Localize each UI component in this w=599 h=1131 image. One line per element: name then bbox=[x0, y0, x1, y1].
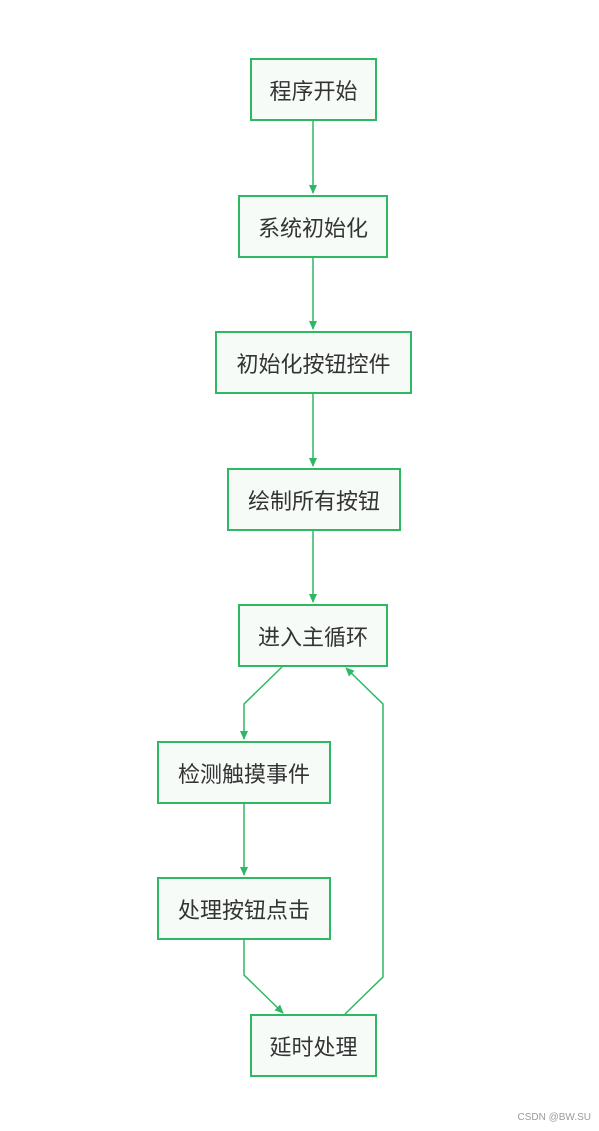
node-init-button-controls: 初始化按钮控件 bbox=[215, 331, 412, 394]
edge-delay-processing-to-enter-main-loop bbox=[344, 667, 384, 1015]
edge-handle-button-click-to-delay-processing bbox=[243, 940, 284, 1014]
node-handle-button-click: 处理按钮点击 bbox=[157, 877, 331, 940]
watermark: CSDN @BW.SU bbox=[517, 1112, 592, 1123]
node-start: 程序开始 bbox=[250, 58, 377, 121]
node-system-init: 系统初始化 bbox=[238, 195, 388, 258]
node-enter-main-loop: 进入主循环 bbox=[238, 604, 388, 667]
node-draw-all-buttons: 绘制所有按钮 bbox=[227, 468, 401, 531]
edge-enter-main-loop-to-detect-touch-event bbox=[240, 666, 283, 740]
node-delay-processing: 延时处理 bbox=[250, 1014, 377, 1077]
node-detect-touch-event: 检测触摸事件 bbox=[157, 741, 331, 804]
